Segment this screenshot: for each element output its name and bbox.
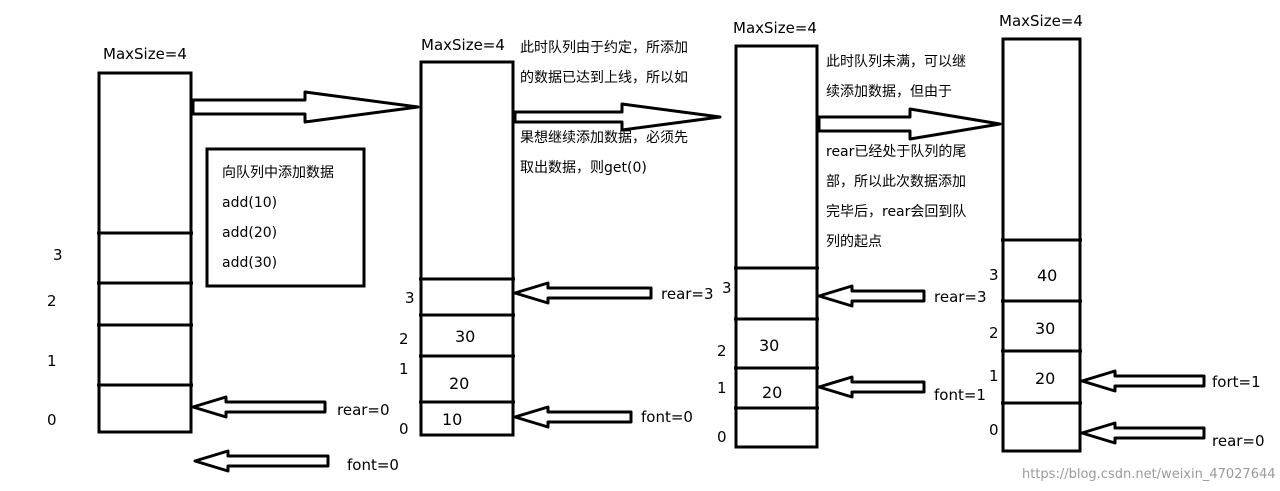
queue-3-outline [734,44,819,449]
queue-2-front-arrow [513,405,633,429]
queue-4-index-3: 3 [989,266,999,284]
note-line: 续添加数据，但由于 [826,83,952,100]
queue-1-index-0: 0 [47,411,57,429]
queue-3-front-arrow [817,375,926,399]
note-line: 取出数据，则get(0) [520,160,647,176]
queue-4-index-1: 1 [989,367,999,385]
note-line: 果想继续添加数据，必须先 [520,129,688,146]
queue-4-index-2: 2 [989,324,999,342]
transition-arrow [513,102,722,132]
queue-1-index-3: 3 [53,246,63,264]
queue-3-rear-label: rear=3 [934,288,987,306]
operation-line: add(30) [222,255,277,271]
queue-2-cell-2-value: 30 [455,327,475,346]
queue-3-front-label: font=1 [934,386,986,404]
note-line: 完毕后，rear会回到队 [826,204,966,220]
operation-box-frame [205,147,366,288]
queue-3-index-2: 2 [717,342,727,360]
queue-1-outline [97,71,193,434]
queue-4-outline [1001,37,1082,453]
queue-3-cell-1-value: 20 [762,383,782,402]
queue-2-outline [419,60,515,437]
queue-2-cell-1-value: 20 [449,374,469,393]
queue-3-maxsize-label: MaxSize=4 [733,19,817,37]
queue-3-index-1: 1 [717,379,727,397]
queue-4-index-0: 0 [989,421,999,439]
queue-1-maxsize-label: MaxSize=4 [103,45,187,63]
queue-4-cell-1-value: 20 [1035,369,1055,388]
queue-4-maxsize-label: MaxSize=4 [999,12,1083,30]
operation-line: add(20) [222,225,277,241]
queue-1-index-1: 1 [47,352,57,370]
queue-3: MaxSize=4 30 20 3 2 1 0 rear=3 font=1 [717,19,987,449]
queue-2-index-3: 3 [405,289,415,307]
queue-4-front-label: fort=1 [1212,373,1261,391]
transition-arrow [191,90,420,124]
queue-1: MaxSize=4 3 2 1 0 rear=0 font=0 [47,45,399,474]
queue-2-cell-0-value: 10 [442,410,462,429]
note-line: 列的起点 [826,234,882,250]
queue-3-rear-arrow [817,284,926,308]
note-1: 此时队列由于约定，所添加 的数据已达到上线，所以如 果想继续添加数据，必须先 取… [520,40,688,176]
watermark: https://blog.csdn.net/weixin_47027644 [1022,467,1276,482]
queue-1-front-label: font=0 [347,456,399,474]
queue-4-cell-2-value: 30 [1035,319,1055,338]
note-line: 的数据已达到上线，所以如 [520,70,688,86]
transition-arrow [817,107,1002,141]
queue-2-rear-label: rear=3 [661,285,714,303]
queue-4: MaxSize=4 40 30 20 3 2 1 0 fort=1 rear=0 [989,12,1265,453]
note-line: 此时队列未满，可以继 [826,54,966,70]
note-2: 此时队列未满，可以继 续添加数据，但由于 rear已经处于队列的尾 部，所以此次… [826,54,966,250]
queue-1-index-2: 2 [47,292,57,310]
queue-2-maxsize-label: MaxSize=4 [421,36,505,54]
queue-1-rear-label: rear=0 [337,401,390,419]
note-line: rear已经处于队列的尾 [826,144,966,160]
queue-2: MaxSize=4 30 20 10 3 2 1 0 rear=3 font=0 [399,36,714,438]
queue-1-front-arrow [193,449,330,473]
queue-3-cell-2-value: 30 [759,336,779,355]
queue-4-rear-label: rear=0 [1212,432,1265,450]
queue-2-front-label: font=0 [641,408,693,426]
queue-2-index-1: 1 [399,360,409,378]
operation-line: add(10) [222,195,277,211]
queue-4-cell-3-value: 40 [1037,266,1057,285]
operation-box: 向队列中添加数据 add(10) add(20) add(30) [205,147,366,288]
queue-1-rear-arrow [191,395,327,419]
queue-2-index-0: 0 [399,420,409,438]
queue-3-index-3: 3 [722,279,732,297]
note-line: 部，所以此次数据添加 [826,174,966,190]
operation-line: 向队列中添加数据 [222,165,334,181]
queue-2-rear-arrow [513,281,653,305]
queue-2-index-2: 2 [399,330,409,348]
queue-3-index-0: 0 [717,428,727,446]
queue-4-rear-arrow [1080,421,1206,445]
queue-4-front-arrow [1080,369,1206,393]
note-line: 此时队列由于约定，所添加 [520,40,688,56]
